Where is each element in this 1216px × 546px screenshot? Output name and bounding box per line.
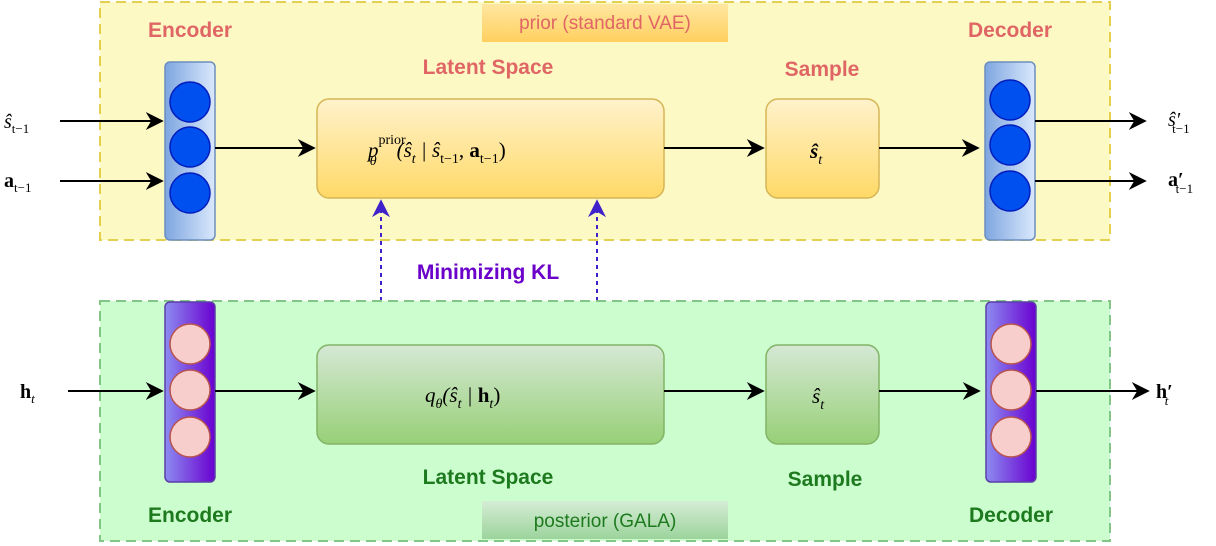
posterior-encoder-node xyxy=(169,323,211,365)
posterior-decoder-node xyxy=(990,416,1032,458)
posterior-latent-label: Latent Space xyxy=(423,466,554,489)
prior-decoder-node xyxy=(989,79,1031,121)
prior-decoder-node xyxy=(989,170,1031,212)
prior-tag-box xyxy=(482,4,728,42)
prior-input-a: at−1 xyxy=(4,170,31,195)
posterior-input-h: ht xyxy=(20,381,35,406)
prior-decoder-label: Decoder xyxy=(968,19,1052,42)
posterior-encoder-label: Encoder xyxy=(148,504,232,527)
prior-input-s: ŝt−1 xyxy=(4,111,29,136)
posterior-tag-box xyxy=(482,501,728,539)
posterior-encoder-node xyxy=(169,416,211,458)
prior-encoder xyxy=(164,61,216,241)
posterior-encoder xyxy=(164,301,216,483)
prior-output-s: ŝ′t−1 xyxy=(1168,109,1190,136)
prior-decoder-node xyxy=(989,124,1031,166)
prior-decoder xyxy=(984,61,1036,241)
posterior-sample-label: Sample xyxy=(788,468,863,491)
posterior-decoder-node xyxy=(990,323,1032,365)
posterior-sample-formula: ŝt xyxy=(812,384,825,413)
prior-encoder-node xyxy=(169,126,211,168)
posterior-tag: posterior (GALA) xyxy=(534,511,677,532)
posterior-output-h: h′t xyxy=(1156,381,1173,408)
posterior-decoder-node xyxy=(990,369,1032,411)
prior-tag: prior (standard VAE) xyxy=(519,13,691,34)
posterior-panel: posterior (GALA) Encoder Latent Space Sa… xyxy=(20,300,1173,542)
prior-panel: prior (standard VAE) Encoder Latent Spac… xyxy=(4,1,1193,241)
prior-encoder-node xyxy=(169,172,211,214)
prior-sample-box xyxy=(765,98,880,199)
prior-sample-label: Sample xyxy=(785,58,860,81)
prior-output-a: a′t−1 xyxy=(1168,169,1193,196)
posterior-sample-box xyxy=(765,344,880,445)
posterior-decoder-label: Decoder xyxy=(969,504,1053,527)
prior-encoder-label: Encoder xyxy=(148,19,232,42)
prior-encoder-node xyxy=(169,81,211,123)
prior-latent-label: Latent Space xyxy=(423,56,554,79)
prior-sample-formula: ŝt xyxy=(809,139,823,168)
kl-label: Minimizing KL xyxy=(417,261,559,284)
posterior-encoder-node xyxy=(169,369,211,411)
posterior-latent-box xyxy=(316,344,665,445)
posterior-decoder xyxy=(985,301,1037,483)
posterior-latent-formula: qθ(ŝt | ht) xyxy=(425,383,500,412)
